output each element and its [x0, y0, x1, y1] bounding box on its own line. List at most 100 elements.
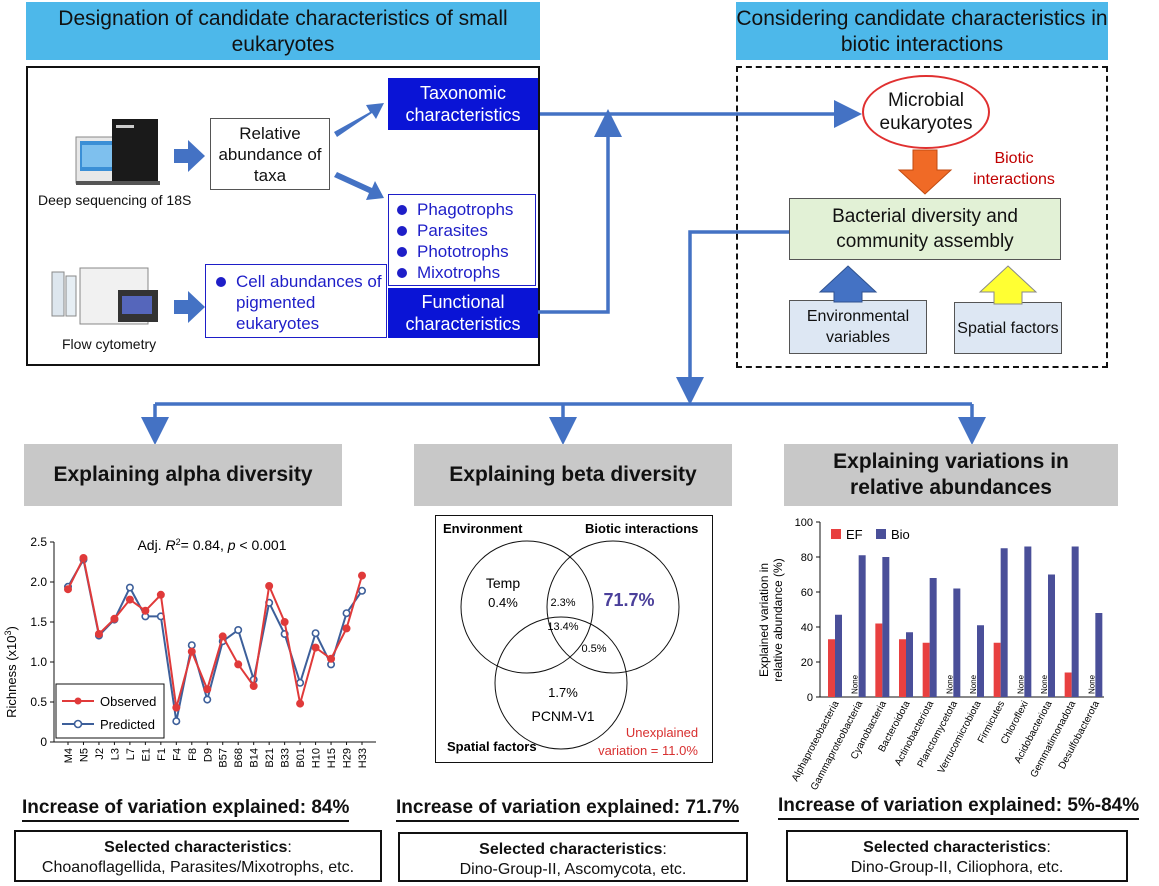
blue-up-arrow-icon: [818, 265, 878, 303]
selected-heading: Selected characteristics:: [479, 841, 667, 858]
biotic-interactions-label: Biotic interactions: [973, 150, 1055, 188]
data-point: [172, 703, 181, 712]
diagonal-arrow-icon: [334, 103, 384, 137]
venn-value: 2.3%: [550, 597, 575, 609]
x-tick-label: H15: [326, 748, 338, 768]
flow-cytometry-label: Flow cytometry: [62, 336, 157, 352]
data-point: [187, 641, 196, 650]
y-axis-label: Richness (x103): [3, 626, 19, 718]
venn-label-environment: Environment: [443, 521, 523, 536]
microbial-eukaryotes-ellipse: Microbial eukaryotes: [862, 75, 990, 149]
data-point: [187, 647, 196, 656]
bar-bio: [1095, 613, 1103, 697]
data-point: [234, 626, 243, 635]
data-point: [234, 660, 243, 669]
selected-text: Dino-Group-II, Ascomycota, etc.: [459, 861, 687, 878]
data-point: [79, 553, 88, 562]
taxonomic-text: Taxonomic characteristics: [405, 83, 521, 125]
x-tick-label: B33: [280, 748, 292, 768]
venn-diagram: Environment Biotic interactions Spatial …: [443, 521, 698, 758]
bar-bio: [1071, 546, 1079, 697]
chart-legend: EF Bio: [831, 527, 910, 542]
taxonomic-characteristics-box: Taxonomic characteristics: [388, 78, 538, 130]
venn-value: 0.4%: [488, 595, 518, 610]
bar-bio: [1024, 546, 1032, 697]
x-tick-label: E1: [140, 748, 152, 761]
selected-heading: Selected characteristics:: [863, 839, 1051, 856]
data-point: [296, 699, 305, 708]
y-tick-label: 1.5: [30, 615, 47, 629]
functional-group-item: Mixotrophs: [389, 262, 535, 283]
y-axis-label: Explained variation inrelative abundance…: [757, 558, 785, 681]
y-tick-label: 100: [795, 517, 813, 529]
bar-bio: [929, 578, 937, 697]
flow-cytometer-icon: [51, 267, 158, 325]
venn-value: PCNM-V1: [531, 708, 594, 724]
venn-value: Temp: [486, 575, 520, 591]
bar-bio: [882, 557, 890, 697]
functional-group-item: Phagotrophs: [389, 199, 535, 220]
data-point: [125, 595, 134, 604]
none-label: None: [945, 674, 954, 694]
data-point: [125, 583, 134, 592]
bar-bio: [977, 625, 984, 697]
functional-group-item: Phototrophs: [389, 241, 535, 262]
alpha-line-chart: Adj. R2= 0.84, p < 0.001 Richness (x103)…: [3, 535, 376, 768]
x-tick-label: J2: [94, 748, 106, 760]
data-point: [249, 682, 258, 691]
venn-value: 0.5%: [581, 643, 606, 655]
bar-bio: [953, 588, 961, 697]
connector-line: [538, 109, 622, 314]
data-point: [64, 585, 73, 594]
functional-groups-box: Phagotrophs Parasites Phototrophs Mixotr…: [388, 194, 536, 286]
x-tick-label: F1: [156, 748, 168, 761]
x-tick-label: F4: [171, 748, 183, 761]
alpha-increase-text: Increase of variation explained: 84%: [22, 796, 350, 822]
bar-ef: [828, 639, 835, 697]
series-line: [67, 554, 363, 708]
data-point: [342, 609, 351, 618]
none-label: None: [1040, 674, 1049, 694]
y-tick-label: 80: [801, 552, 813, 564]
data-point: [218, 632, 227, 641]
connector-line: [676, 230, 789, 405]
data-point: [110, 614, 119, 623]
legend-label: Observed: [100, 694, 156, 709]
x-tick-label: M4: [63, 748, 75, 763]
chart-legend: Observed Predicted: [55, 683, 165, 739]
data-point: [357, 586, 366, 595]
bar-bio: [1048, 574, 1055, 697]
environmental-text: Environmental variables: [806, 308, 910, 346]
venn-label-spatial: Spatial factors: [447, 739, 537, 754]
data-point: [156, 590, 165, 599]
data-point: [172, 717, 181, 726]
functional-characteristics-box: Functional characteristics: [388, 288, 538, 338]
data-point: [311, 643, 320, 652]
selected-text: Dino-Group-II, Ciliophora, etc.: [850, 859, 1064, 876]
y-tick-label: 2.5: [30, 535, 47, 549]
connector-layer: [141, 100, 1038, 445]
y-tick-label: 20: [801, 657, 813, 669]
diagonal-arrow-icon: [334, 172, 384, 200]
data-point: [357, 571, 366, 580]
y-tick-label: 0: [40, 735, 47, 749]
beta-increase-text: Increase of variation explained: 71.7%: [396, 796, 740, 822]
cell-abundances-box: Cell abundances of pigmented eukaryotes: [205, 264, 387, 338]
block-arrow-icon: [174, 291, 205, 323]
y-tick-label: 40: [801, 622, 813, 634]
header-alpha: Explaining alpha diversity: [24, 444, 342, 506]
functional-group-item: Parasites: [389, 220, 535, 241]
x-tick-label: H33: [357, 748, 369, 768]
data-point: [265, 581, 274, 590]
bar-ef: [1064, 672, 1072, 697]
venn-diagram-frame: [435, 515, 713, 763]
cell-abundances-bullet: [216, 277, 226, 287]
bar-ef: [899, 639, 906, 697]
data-point: [311, 629, 320, 638]
venn-circle-environment: [460, 540, 594, 674]
none-label: None: [969, 674, 978, 694]
relative-abundance-text: Relative abundance of taxa: [218, 123, 322, 185]
y-tick-label: 0: [807, 692, 813, 704]
bar-ef: [875, 623, 883, 697]
bar-ef: [922, 642, 930, 697]
